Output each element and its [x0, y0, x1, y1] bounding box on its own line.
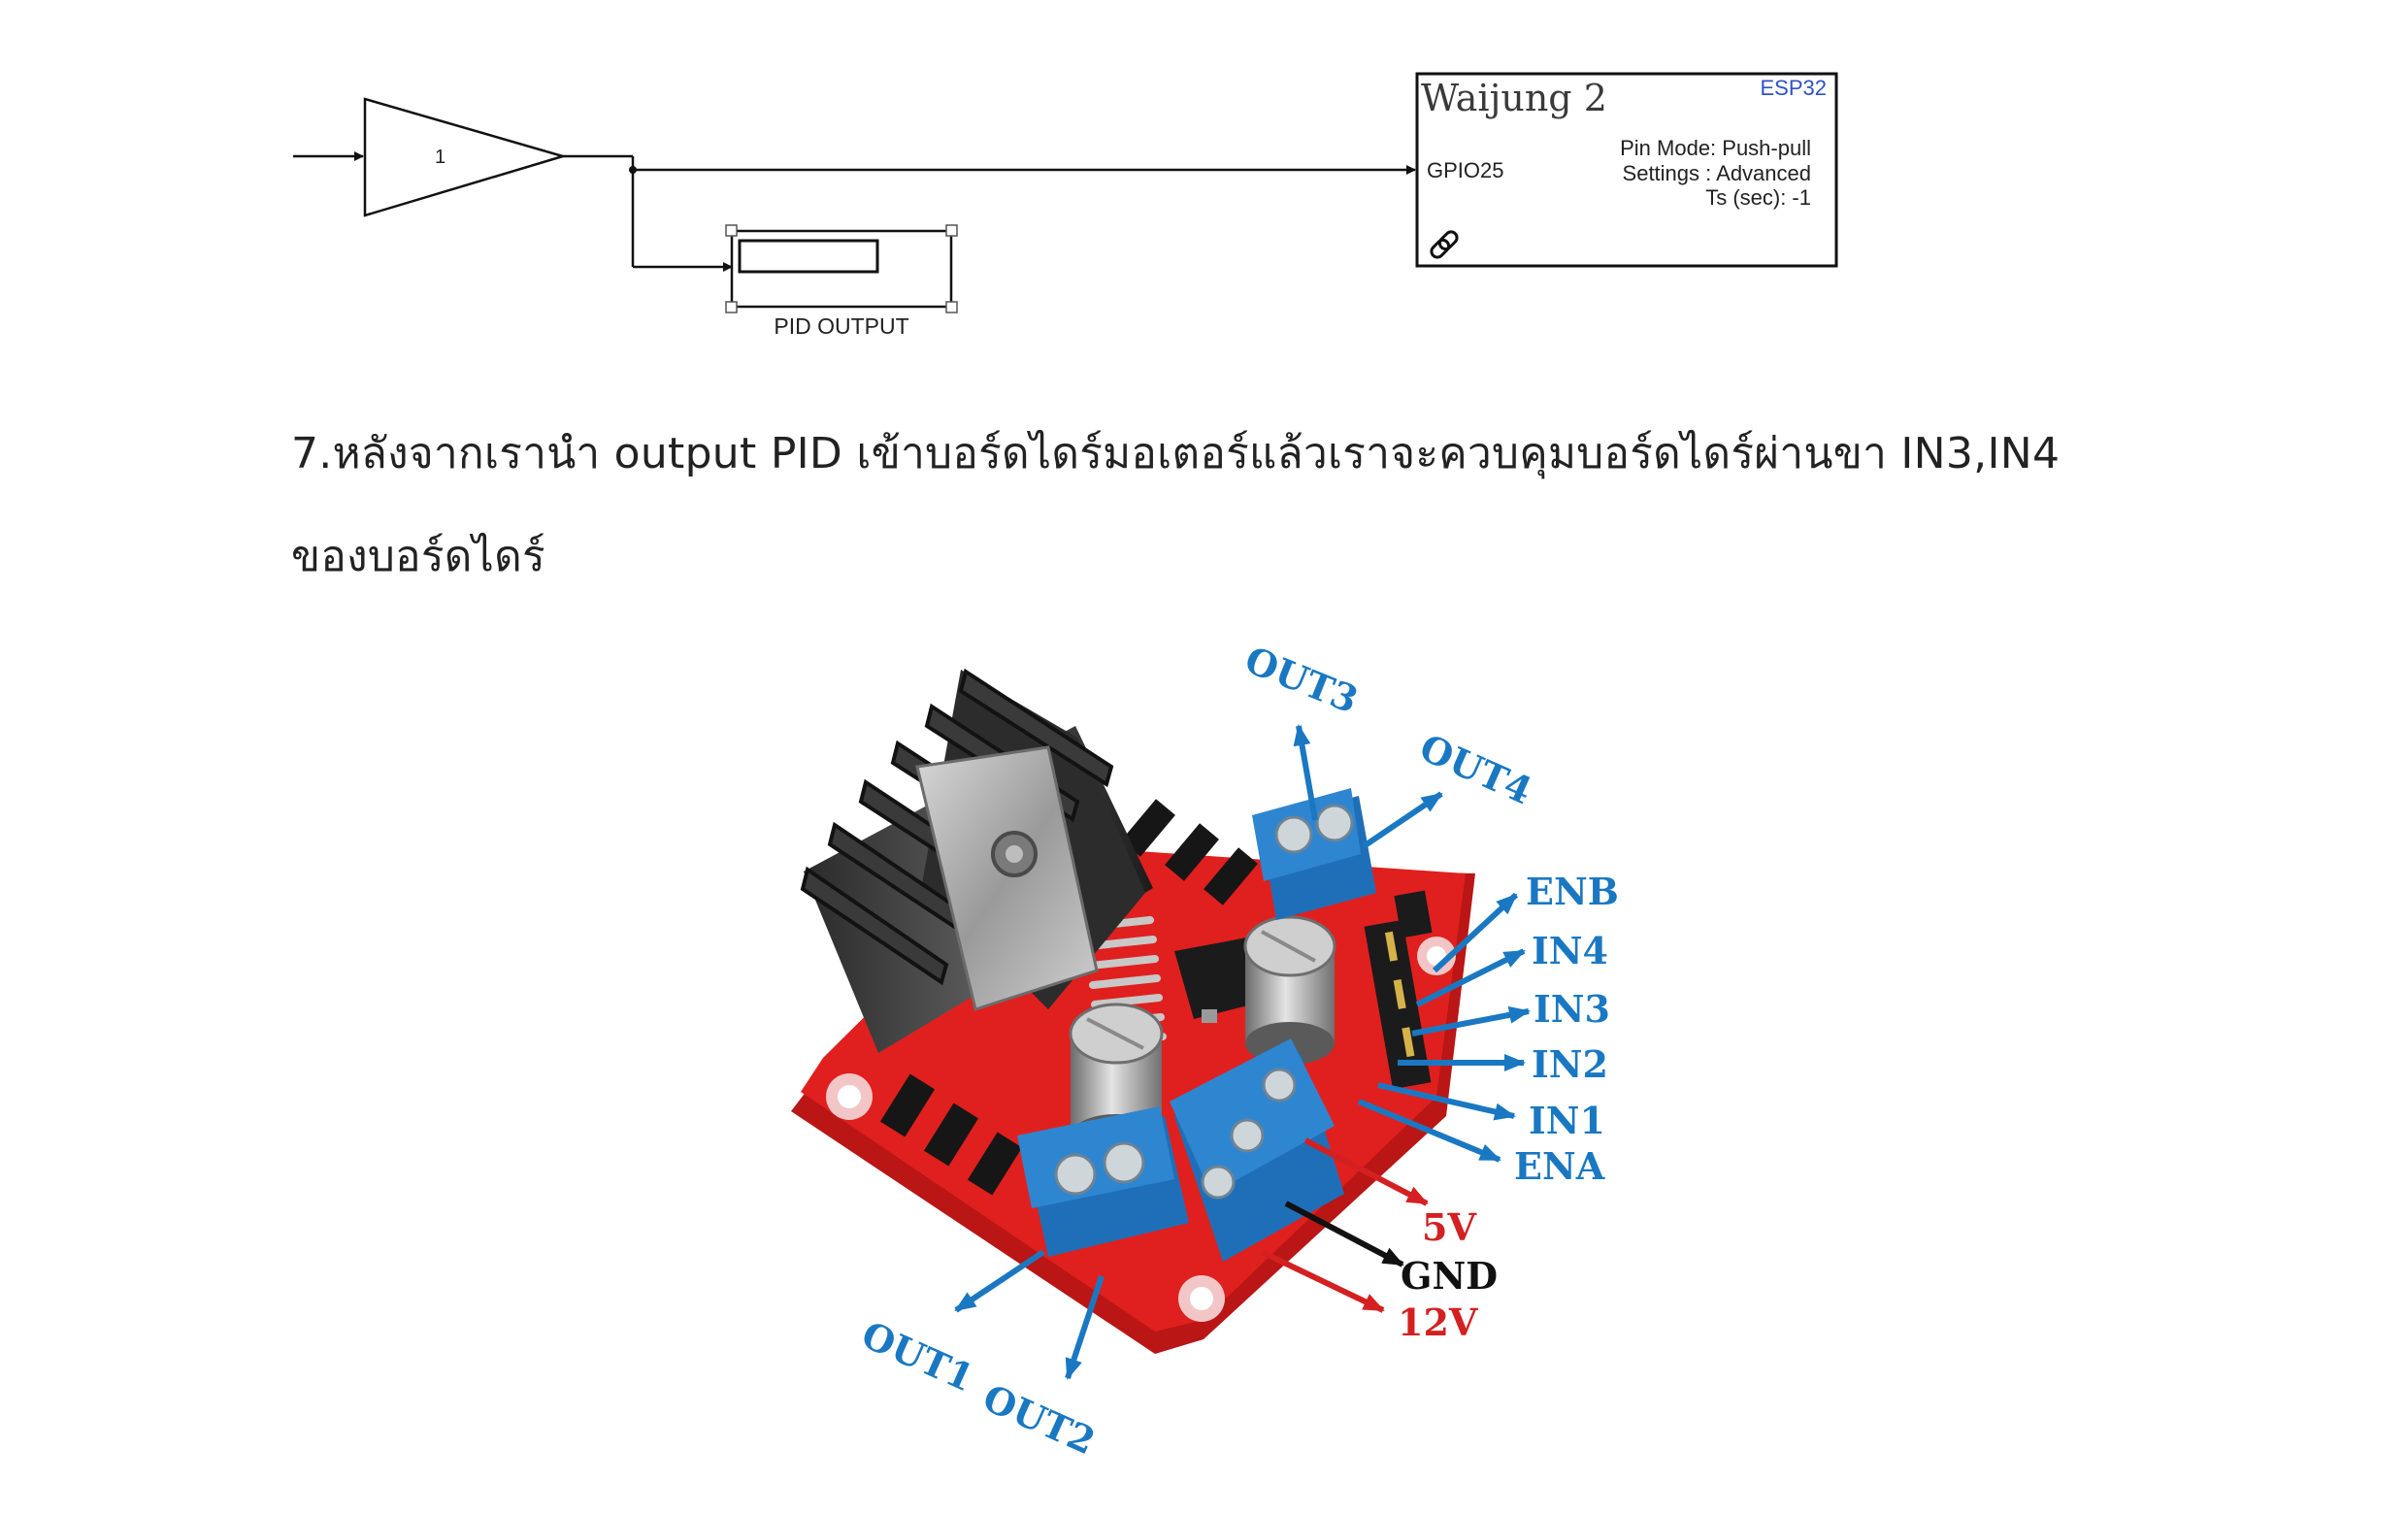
label-5v: 5V	[1422, 1205, 1477, 1249]
terminal-block-left	[1017, 1106, 1189, 1257]
arrow-out3	[1293, 724, 1318, 821]
step-7-text-line-1: 7.หลังจากเรานำ output PID เข้าบอร์ดไดร์ม…	[291, 429, 2061, 478]
label-ena: ENA	[1514, 1144, 1605, 1188]
waijung-gpio-block[interactable]: Waijung 2 ESP32 GPIO25 Pin Mode: Push-pu…	[1415, 72, 1838, 268]
pin-mode-text: Pin Mode: Push-pull	[1620, 136, 1811, 160]
label-gnd: GND	[1401, 1254, 1498, 1298]
label-in3: IN3	[1534, 987, 1610, 1031]
port-label: GPIO25	[1427, 158, 1503, 182]
arrow-out4	[1362, 791, 1443, 849]
arrow-out1	[954, 1249, 1045, 1313]
arrow-enb	[1432, 892, 1519, 973]
label-out1: OUT1	[855, 1312, 980, 1399]
arrow-gnd	[1284, 1201, 1404, 1267]
terminal-block-top	[1252, 788, 1376, 920]
label-12v: 12V	[1398, 1300, 1479, 1344]
display-readout	[738, 239, 879, 274]
arrow-ena	[1357, 1099, 1501, 1163]
arrow-12v	[1260, 1249, 1385, 1313]
arrow-in4	[1415, 948, 1526, 1007]
label-in4: IN4	[1532, 929, 1608, 972]
label-out2: OUT2	[976, 1375, 1102, 1463]
settings-text: Settings : Advanced	[1623, 161, 1811, 185]
label-out3: OUT3	[1239, 638, 1365, 722]
arrow-out2	[1065, 1275, 1105, 1380]
label-enb: ENB	[1526, 870, 1619, 913]
label-in1: IN1	[1529, 1099, 1605, 1142]
pid-output-display-block[interactable]: PID OUTPUT	[725, 224, 958, 339]
sample-time-text: Ts (sec): -1	[1705, 185, 1811, 210]
step-7-text-line-2: ของบอร์ดไดร์	[291, 532, 545, 581]
arrow-in3	[1411, 1005, 1531, 1037]
heatsink	[800, 668, 1153, 1053]
simulink-diagram: 1 PID OUTPUT Waijung 2 ESP32 GPIO25 Pin …	[293, 72, 1838, 339]
l298n-board-image: OUT3 OUT4 ENB IN4 IN3 IN2 IN1 ENA 5V GND…	[791, 638, 1619, 1463]
link-icon	[1430, 230, 1459, 259]
pin-arrows	[954, 724, 1531, 1380]
display-label: PID OUTPUT	[774, 313, 908, 339]
label-in2: IN2	[1532, 1042, 1608, 1086]
chip-label: ESP32	[1761, 76, 1828, 100]
arrow-5v	[1303, 1137, 1429, 1206]
gain-value: 1	[435, 147, 445, 168]
gain-block[interactable]: 1	[363, 97, 568, 217]
waijung-title: Waijung 2	[1421, 77, 1607, 119]
arrow-in1	[1377, 1082, 1516, 1121]
